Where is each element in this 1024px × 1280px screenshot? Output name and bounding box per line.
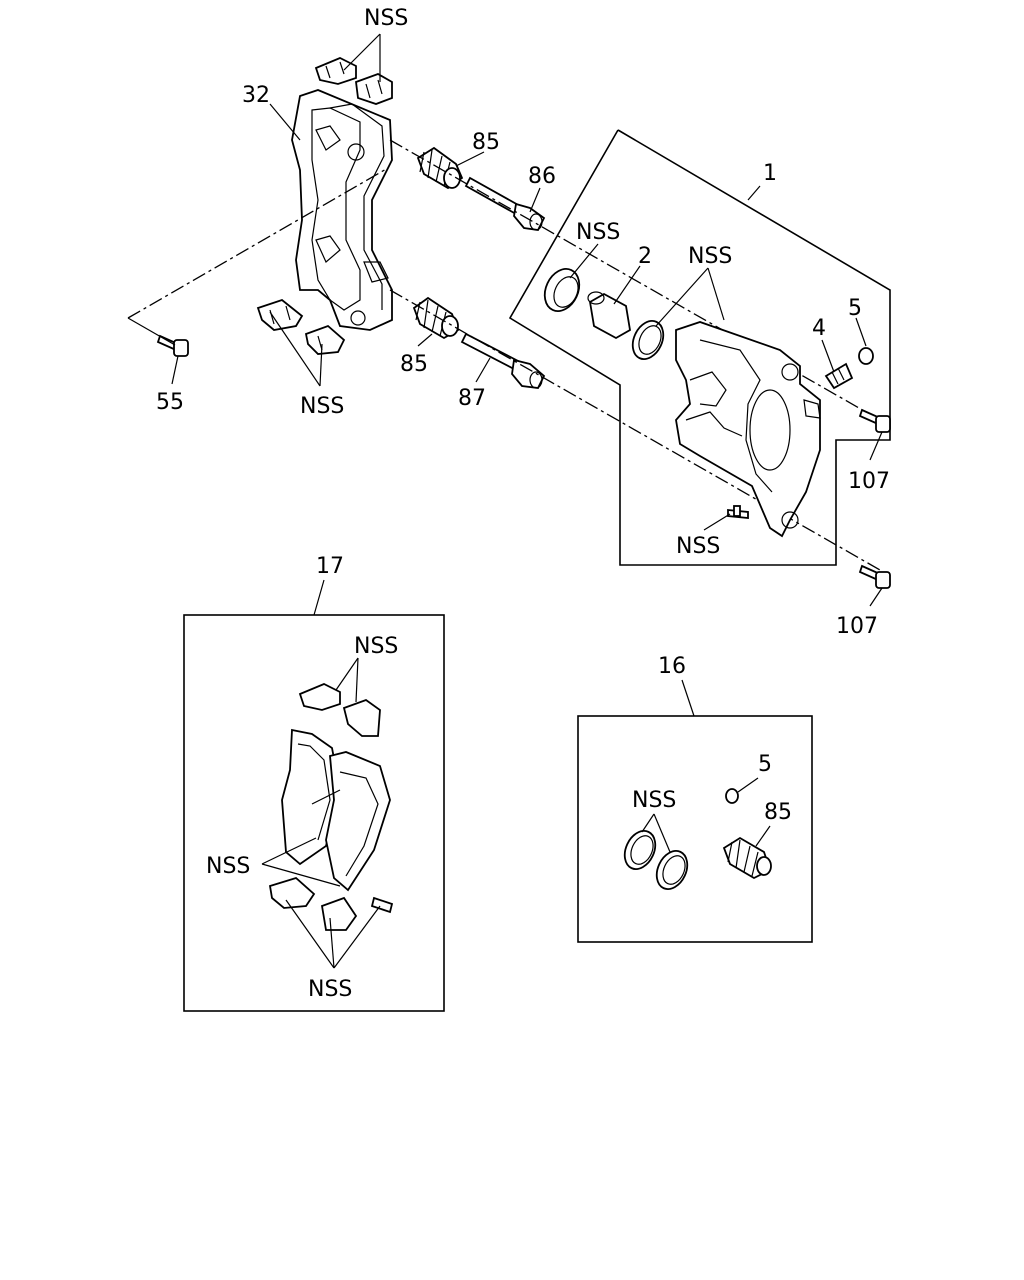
label-part-32: 32	[242, 83, 270, 108]
bolt-107-upper	[858, 408, 891, 433]
kit-cap-5	[725, 788, 739, 804]
label-nss-clips-left: NSS	[300, 394, 344, 419]
bolt-55	[156, 334, 189, 357]
lower-pin-axis-line	[389, 289, 881, 571]
bolt-107-lower	[858, 564, 891, 589]
kit-boot-85	[722, 836, 772, 880]
pad-clips-top	[298, 683, 381, 737]
pad-clips-bottom	[268, 876, 394, 931]
label-nss-top: NSS	[364, 6, 408, 31]
label-part-1: 1	[763, 161, 777, 186]
brake-pads	[281, 728, 391, 892]
label-nss-seal: NSS	[576, 220, 620, 245]
label-part-85-kit: 85	[764, 800, 792, 825]
label-part-16: 16	[658, 654, 686, 679]
caliper-body	[675, 321, 821, 538]
assembly-1-frame	[508, 129, 891, 566]
piston-2	[587, 291, 631, 340]
label-nss-pad-clips-top: NSS	[354, 634, 398, 659]
top-anti-rattle-clips	[314, 57, 393, 105]
kit-seals	[623, 830, 689, 890]
label-part-107-lower: 107	[836, 614, 878, 639]
label-nss-bolt: NSS	[676, 534, 720, 559]
piston-ring	[631, 320, 665, 360]
label-part-107-upper: 107	[848, 469, 890, 494]
kit-leaders	[641, 777, 771, 853]
pads-leaders	[261, 657, 381, 969]
label-part-87: 87	[458, 386, 486, 411]
guide-pin-87	[460, 332, 546, 389]
label-part-55: 55	[156, 390, 184, 415]
label-nss-ring: NSS	[688, 244, 732, 269]
label-part-85-upper: 85	[472, 130, 500, 155]
label-part-5: 5	[848, 296, 862, 321]
dust-boot-lower	[412, 296, 460, 340]
label-nss-pad-clips-bottom: NSS	[308, 977, 352, 1002]
assembly-16-frame	[577, 715, 813, 943]
label-part-2: 2	[638, 244, 652, 269]
label-nss-pads: NSS	[206, 854, 250, 879]
piston-seal	[543, 268, 581, 312]
caliper-bracket	[291, 89, 393, 331]
bolt-55-axis-line	[127, 167, 389, 319]
label-nss-kit-seals: NSS	[632, 788, 676, 813]
label-part-4: 4	[812, 316, 826, 341]
bottom-anti-rattle-clips	[256, 298, 346, 355]
bleeder-screw-4	[824, 362, 854, 390]
label-part-85-lower: 85	[400, 352, 428, 377]
small-pin	[727, 505, 749, 519]
upper-pin-axis-line	[389, 139, 881, 421]
label-part-86: 86	[528, 164, 556, 189]
upper-leaders	[171, 33, 883, 607]
label-part-5-kit: 5	[758, 752, 772, 777]
bleeder-cap-5	[858, 347, 874, 365]
label-part-17: 17	[316, 554, 344, 579]
